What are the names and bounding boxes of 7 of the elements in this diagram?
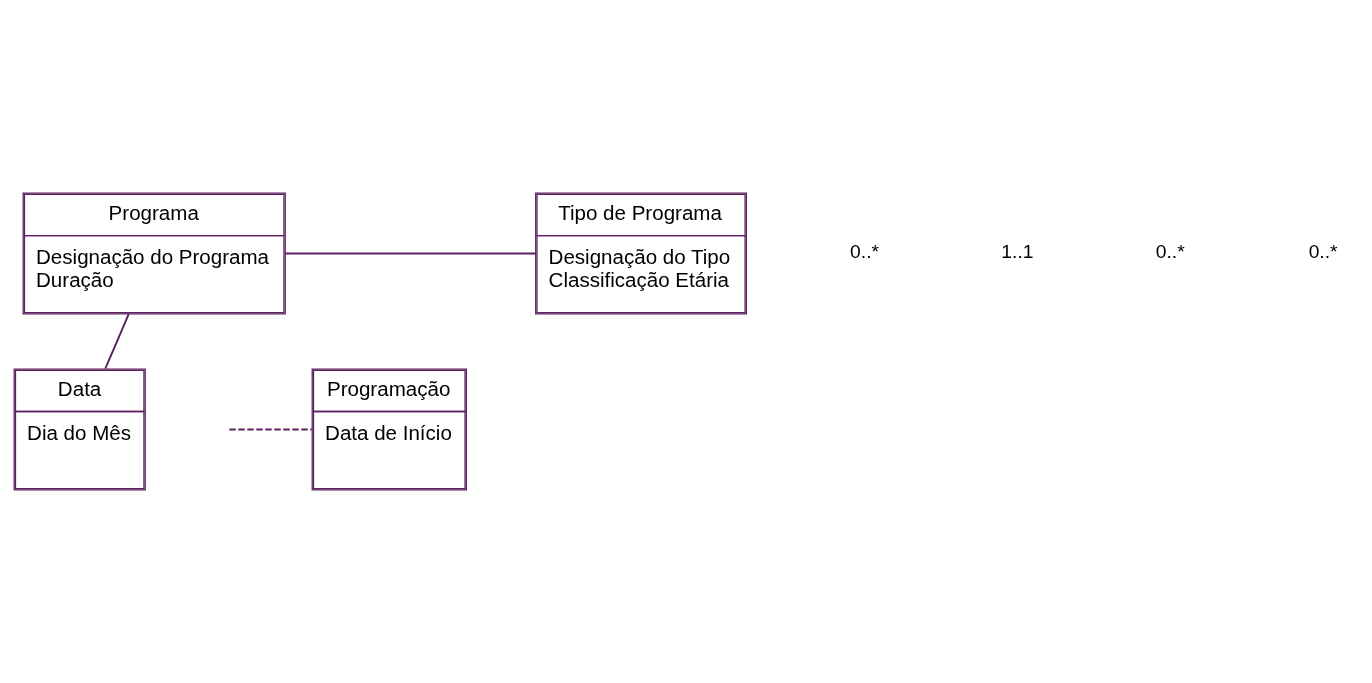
label: 0..* — [850, 241, 879, 263]
label: 1..1 — [1001, 241, 1034, 263]
connector — [228, 428, 313, 431]
connector — [284, 252, 537, 255]
label: 0..* — [1308, 241, 1338, 263]
label: 0..* — [1155, 241, 1185, 263]
connector — [104, 313, 130, 370]
